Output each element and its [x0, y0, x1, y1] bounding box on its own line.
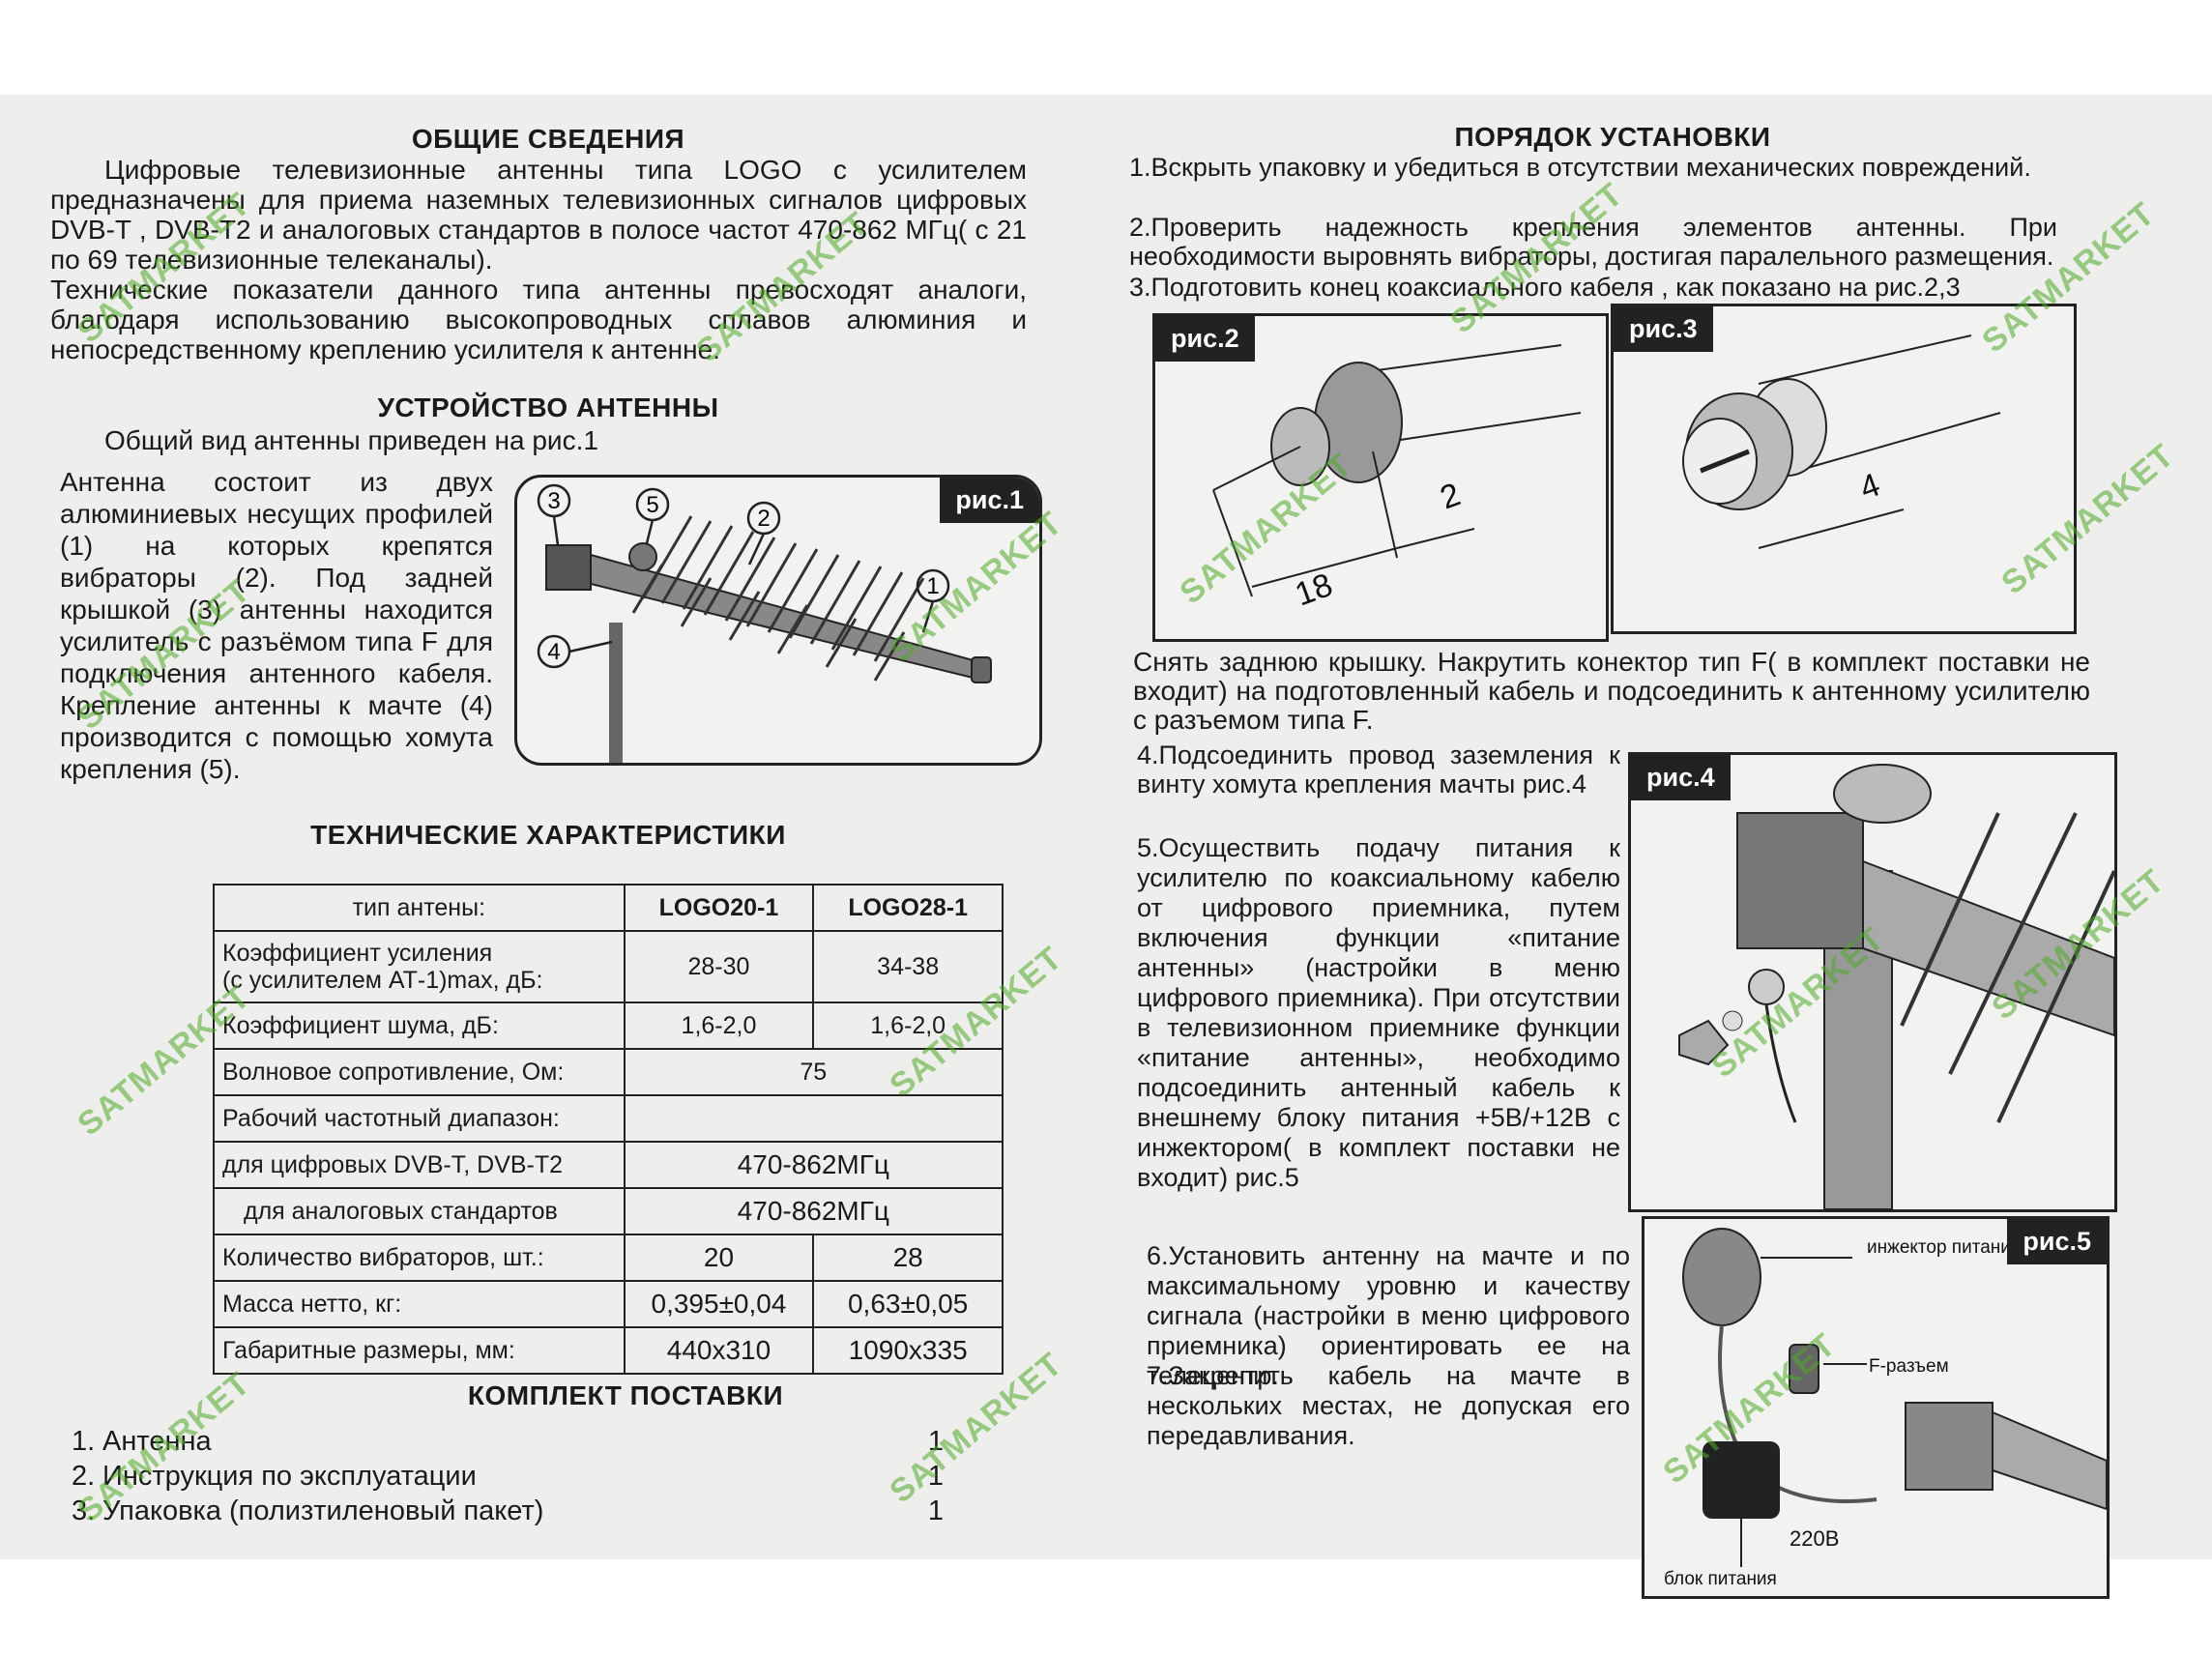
spec-vibrators-model-2: 28 — [812, 1234, 1004, 1282]
spec-mass-label: Масса нетто, кг: — [213, 1280, 626, 1328]
kit-title: КОМПЛЕКТ ПОСТАВКИ — [467, 1380, 784, 1410]
figure-4-label: рис.4 — [1631, 755, 1731, 800]
spec-noise-model-2: 1,6-2,0 — [812, 1002, 1004, 1050]
document-page: ОБЩИЕ СВЕДЕНИЯ Цифровые телевизионные ан… — [0, 95, 2212, 1599]
spec-vibrators-model-1: 20 — [623, 1234, 815, 1282]
power-supply-drawing: инжектор питания F-разъем 220В блок пита… — [1664, 1228, 2107, 1589]
spec-noise-model-1: 1,6-2,0 — [623, 1002, 815, 1050]
step-2: 2.Проверить надежность крепления элемент… — [1129, 213, 2057, 271]
specs-table: тип антены: LOGO20-1 LOGO28-1 Коэффициен… — [213, 884, 1004, 1375]
spec-impedance-value: 75 — [623, 1048, 1004, 1096]
antenna-drawing: 3 5 2 1 4 — [537, 483, 992, 763]
spec-freq-analog-label: для аналоговых стандартов — [213, 1187, 626, 1235]
step-3: 3.Подготовить конец коаксиального кабеля… — [1129, 273, 1961, 302]
spec-gain-label: Коэффициент усиления (с усилителем АТ-1)… — [213, 930, 626, 1003]
table-row: для аналоговых стандартов 470-862МГц — [213, 1187, 1004, 1235]
figure-2-cable-strip: рис.2 18 2 — [1152, 313, 1609, 642]
spec-gain-model-1: 28-30 — [623, 930, 815, 1003]
kit-item-number: 1. — [72, 1426, 96, 1457]
spec-dims-model-2: 1090x335 — [812, 1326, 1004, 1375]
spec-header-label: тип антены: — [213, 884, 626, 932]
grounding-drawing — [1678, 764, 2114, 1209]
general-paragraph-2: Технические показатели данного типа анте… — [50, 275, 1027, 364]
table-row: Рабочий частотный диапазон: — [213, 1094, 1004, 1143]
spec-mass-model-2: 0,63±0,05 — [812, 1280, 1004, 1328]
kit-item-name: Упаковка (полизтиленовый пакет) — [102, 1495, 544, 1526]
spec-mass-model-1: 0,395±0,04 — [623, 1280, 815, 1328]
figure-5-label: рис.5 — [2007, 1219, 2107, 1264]
table-row: Количество вибраторов, шт.: 20 28 — [213, 1234, 1004, 1282]
callout-3: 3 — [547, 488, 560, 514]
spec-gain-label-line-2: (с усилителем АТ-1)max, дБ: — [222, 967, 543, 994]
step-7: 7.Закрепить кабель на мачте в нескольких… — [1147, 1361, 1630, 1450]
figure-5-psu-label: блок питания — [1664, 1569, 1777, 1589]
kit-item-name: Инструкция по эксплуатации — [102, 1461, 477, 1492]
kit-item-qty: 1 — [927, 1495, 944, 1526]
general-paragraph-1: Цифровые телевизионные антенны типа LOGO… — [50, 155, 1027, 275]
callout-1: 1 — [926, 573, 939, 599]
spec-noise-label: Коэффициент шума, дБ: — [213, 1002, 626, 1050]
figure-3-label: рис.3 — [1614, 306, 1713, 352]
figure-5-injector-label: инжектор питания — [1867, 1237, 2021, 1258]
kit-item-qty: 1 — [927, 1426, 944, 1457]
figure-2-dim-18: 18 — [1291, 566, 1338, 614]
kit-item-name: Антенна — [102, 1426, 212, 1457]
install-title: ПОРЯДОК УСТАНОВКИ — [1454, 122, 1771, 152]
step-1: 1.Вскрыть упаковку и убедиться в отсутст… — [1129, 153, 2031, 182]
figure-5-f-connector-label: F-разъем — [1869, 1356, 1949, 1377]
spec-header-model-1: LOGO20-1 — [623, 884, 815, 932]
figure-5-voltage-label: 220В — [1790, 1526, 1839, 1551]
table-row: Габаритные размеры, мм: 440x310 1090x335 — [213, 1326, 1004, 1375]
callout-5: 5 — [646, 492, 658, 518]
kit-list: 1. Антенна 1 2. Инструкция по эксплуатац… — [72, 1424, 944, 1528]
spec-freq-title: Рабочий частотный диапазон: — [213, 1094, 626, 1143]
spec-freq-digital-value: 470-862МГц — [623, 1141, 1004, 1189]
table-row: Коэффициент шума, дБ: 1,6-2,0 1,6-2,0 — [213, 1002, 1004, 1050]
list-item: 2. Инструкция по эксплуатации 1 — [72, 1459, 944, 1494]
figure-2-dim-2: 2 — [1436, 476, 1466, 516]
device-intro: Общий вид антенны приведен на рис.1 — [104, 425, 598, 455]
spec-dims-label: Габаритные размеры, мм: — [213, 1326, 626, 1375]
general-title: ОБЩИЕ СВЕДЕНИЯ — [411, 124, 685, 154]
table-row: Волновое сопротивление, Ом: 75 — [213, 1048, 1004, 1096]
kit-item-qty: 1 — [927, 1461, 944, 1492]
spec-freq-analog-value: 470-862МГц — [623, 1187, 1004, 1235]
figure-3-dim-4: 4 — [1855, 466, 1885, 507]
step-4: 4.Подсоединить провод заземления к винту… — [1137, 740, 1620, 798]
figure-1-label: рис.1 — [940, 478, 1039, 523]
list-item: 1. Антенна 1 — [72, 1424, 944, 1459]
callout-2: 2 — [757, 506, 770, 532]
spec-gain-label-line-1: Коэффициент усиления — [222, 940, 493, 967]
cable-strip-drawing: 18 2 — [1212, 344, 1582, 614]
step-3-detail: Снять заднюю крышку. Накрутить конектор … — [1133, 647, 2090, 735]
table-row: Коэффициент усиления (с усилителем АТ-1)… — [213, 930, 1004, 1003]
table-row: для цифровых DVB-T, DVB-T2 470-862МГц — [213, 1141, 1004, 1189]
spec-freq-digital-label: для цифровых DVB-T, DVB-T2 — [213, 1141, 626, 1189]
figure-5-power-supply: рис.5 инжектор питания F-разъем 220В бло… — [1642, 1216, 2110, 1599]
step-6: 6.Установить антенну на мачте и по макси… — [1147, 1241, 1630, 1390]
device-title: УСТРОЙСТВО АНТЕННЫ — [377, 392, 719, 422]
figure-2-label: рис.2 — [1155, 316, 1255, 362]
kit-item-number: 3. — [72, 1495, 96, 1526]
figure-3-f-connector: рис.3 4 — [1611, 304, 2077, 634]
spec-vibrators-label: Количество вибраторов, шт.: — [213, 1234, 626, 1282]
figure-1-antenna: рис.1 — [514, 475, 1042, 766]
list-item: 3. Упаковка (полизтиленовый пакет) 1 — [72, 1494, 944, 1528]
f-connector-drawing: 4 — [1682, 334, 2001, 549]
spec-gain-model-2: 34-38 — [812, 930, 1004, 1003]
device-description: Антенна состоит из двух алюминиевых несу… — [60, 467, 493, 784]
table-row: Масса нетто, кг: 0,395±0,04 0,63±0,05 — [213, 1280, 1004, 1328]
kit-item-number: 2. — [72, 1461, 96, 1492]
step-5: 5.Осуществить подачу питания к усилителю… — [1137, 833, 1620, 1192]
figure-4-grounding: рис.4 — [1628, 752, 2117, 1212]
spec-freq-empty — [623, 1094, 1004, 1143]
spec-dims-model-1: 440x310 — [623, 1326, 815, 1375]
spec-header-model-2: LOGO28-1 — [812, 884, 1004, 932]
callout-4: 4 — [547, 639, 560, 665]
table-row: тип антены: LOGO20-1 LOGO28-1 — [213, 884, 1004, 932]
specs-title: ТЕХНИЧЕСКИЕ ХАРАКТЕРИСТИКИ — [310, 820, 786, 850]
spec-impedance-label: Волновое сопротивление, Ом: — [213, 1048, 626, 1096]
